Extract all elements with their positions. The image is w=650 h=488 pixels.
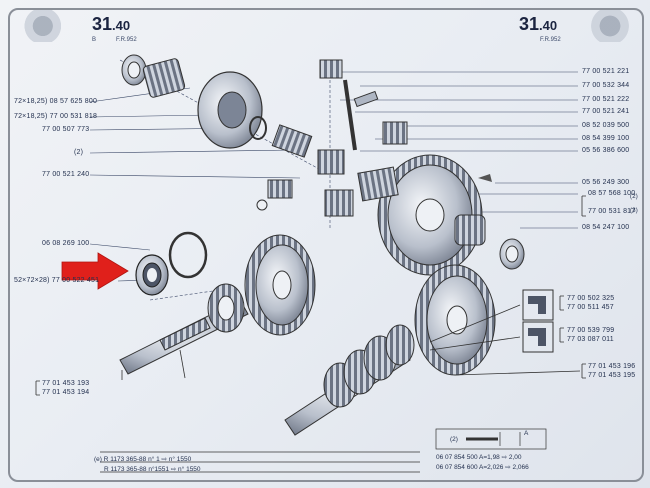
spacer-ref: (2) (450, 436, 458, 443)
left-corner-thumbnail (14, 10, 62, 42)
spacer-dim: A (524, 430, 529, 437)
left-label-5: 77 00 521 240 (42, 171, 90, 178)
seal-group-2-line-1: 77 00 539 799 (567, 327, 615, 334)
left-label-7: 52×72×28) 77 00 522 451 (14, 277, 100, 284)
seal-group-1-line-2: 77 00 511 457 (567, 304, 614, 311)
input-shaft-label-2: 77 01 453 194 (42, 389, 90, 396)
right-label-7: 05 56 386 600 (582, 147, 630, 154)
bottom-note-1: (e) R 1173 365-88 n° 1 ⇨ n° 1550 (94, 456, 192, 463)
right-page-code: F.R.952 (540, 37, 561, 43)
right-label-1: 77 00 521 221 (582, 68, 630, 75)
left-label-2: 72×18,25) 77 00 531 818 (14, 113, 98, 120)
right-label-4: 77 00 521 241 (582, 108, 630, 115)
left-page-number: 31.40 (92, 14, 131, 34)
seal-group-1-line-1: 77 00 502 325 (567, 295, 615, 302)
right-label-5: 08 52 039 500 (582, 122, 630, 129)
right-label-8: 05 56 249 300 (582, 179, 630, 186)
bottom-note-2: R 1173 365-88 n°1551 ⇨ n° 1550 (104, 466, 201, 473)
seal-group-2-line-2: 77 03 087 011 (567, 336, 614, 343)
left-label-6: 06 08 269 100 (42, 240, 90, 247)
right-bracket-ref-3: (3) (630, 208, 638, 214)
left-page-code-a: B (92, 37, 97, 43)
right-corner-thumbnail (590, 10, 640, 42)
output-shaft-label-1: 77 01 453 196 (588, 363, 636, 370)
spacer-row-1: 06 07 854 500 A=1,98 ⇨ 2,00 (436, 454, 522, 461)
spacer-row-2: 06 07 854 600 A=2,026 ⇨ 2,066 (436, 464, 529, 471)
right-label-3: 77 00 521 222 (582, 96, 630, 103)
left-label-4: (2) (74, 149, 84, 156)
left-label-3: 77 00 507 773 (42, 126, 90, 133)
right-label-10: 77 00 531 817 (588, 208, 636, 215)
left-page-code-b: F.R.952 (116, 37, 137, 43)
right-label-9: 08 57 568 100 (588, 190, 636, 197)
red-arrow (61, 252, 129, 290)
output-shaft-label-2: 77 01 453 195 (588, 372, 636, 379)
right-bracket-ref-2: (2) (630, 194, 638, 200)
right-label-11: 08 54 247 100 (582, 224, 630, 231)
right-label-2: 77 00 532 344 (582, 82, 630, 89)
right-label-6: 08 54 399 100 (582, 135, 630, 142)
left-label-1: 72×18,25) 08 57 625 800 (14, 98, 98, 105)
input-shaft-label-1: 77 01 453 193 (42, 380, 90, 387)
right-page-number: 31.40 (519, 14, 558, 34)
